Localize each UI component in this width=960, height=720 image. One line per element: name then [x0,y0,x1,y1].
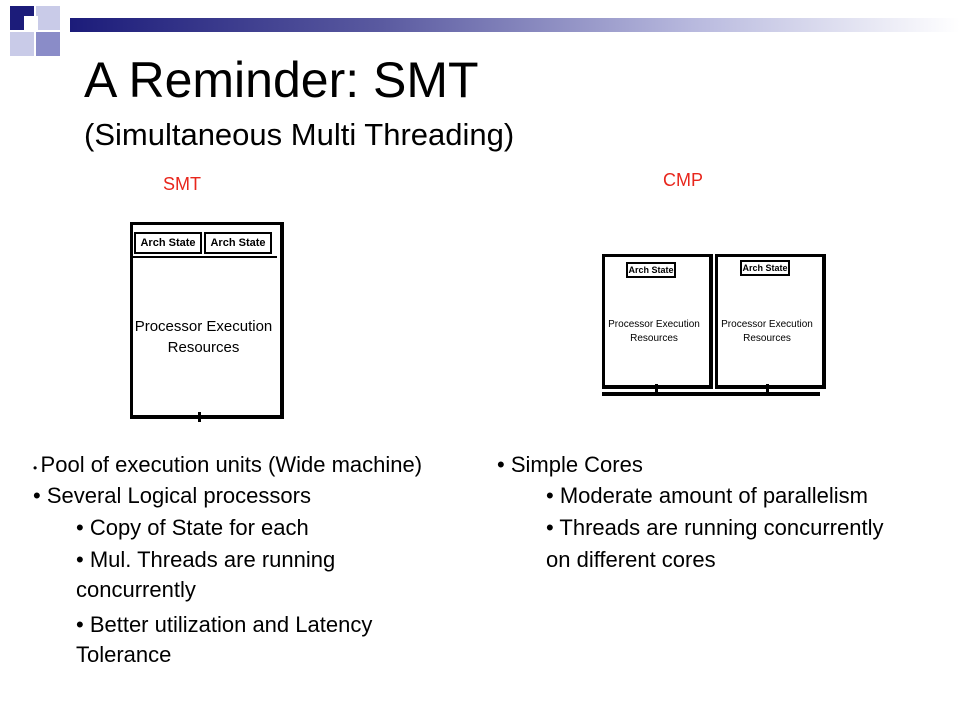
corner-square-light [10,32,34,56]
cmp-processor-resources-1: Processor Execution Resources [602,318,706,346]
cmp-arch-state-1: Arch State [626,262,676,278]
left-bullet-1-text: Pool of execution units (Wide machine) [40,452,423,477]
right-bullet-1: • Simple Cores [497,452,643,477]
left-bullet-2: • Several Logical processors [33,483,311,508]
slide-title: A Reminder: SMT [84,52,479,108]
corner-square-white [24,16,38,30]
smt-processor-resources: Processor Execution Resources [130,316,277,358]
smt-proc-line2: Resources [167,339,240,356]
smt-label: SMT [163,174,201,194]
cmp-shared-bus [602,392,820,396]
cmp-proc1-line1: Processor Execution [608,319,700,330]
cmp-bus-leg-2 [766,384,769,394]
cmp-arch-state-2: Arch State [740,260,790,276]
right-subbullet-1: • Moderate amount of parallelism [546,483,868,508]
title-gradient-bar [70,18,960,32]
left-subbullet-3-cont: Tolerance [76,642,172,667]
smt-arch-state-2: Arch State [204,232,272,254]
smt-processor-box [130,222,284,419]
cmp-bus-leg-1 [655,384,658,394]
cmp-label: CMP [663,170,703,190]
slide-subtitle: (Simultaneous Multi Threading) [84,117,515,152]
smt-divider [130,256,277,258]
left-subbullet-3: • Better utilization and Latency [76,612,373,637]
small-bullet-mark: • [33,461,41,475]
cmp-proc2-line2: Resources [743,333,791,344]
cmp-proc2-line1: Processor Execution [721,319,813,330]
cmp-proc1-line2: Resources [630,333,678,344]
left-subbullet-2: • Mul. Threads are running [76,547,336,572]
cmp-processor-resources-2: Processor Execution Resources [715,318,819,346]
left-subbullet-1: • Copy of State for each [76,515,309,540]
corner-square-light [36,6,60,30]
right-subbullet-2: • Threads are running concurrently [546,515,884,540]
left-bullet-1: • Pool of execution units (Wide machine) [33,450,422,483]
corner-square-mid [36,32,60,56]
cmp-core-box-2 [715,254,826,389]
smt-proc-line1: Processor Execution [134,318,273,335]
right-subbullet-2-cont: on different cores [546,547,716,572]
left-subbullet-2-cont: concurrently [76,577,196,602]
smt-arch-state-1: Arch State [134,232,202,254]
smt-bus-tick [198,412,201,422]
